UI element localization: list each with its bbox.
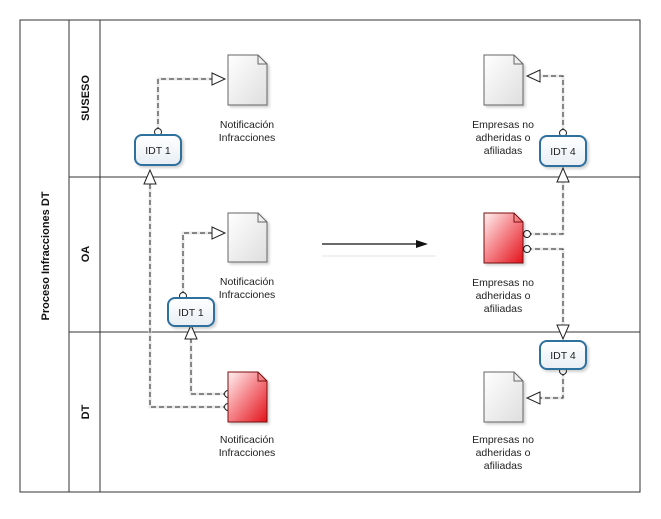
arrowhead-open: [184, 323, 198, 340]
document-icon: [227, 54, 268, 106]
document-dt-notif[interactable]: Notificación Infracciones: [219, 371, 276, 459]
arrowhead-filled: [416, 240, 428, 248]
document-label-line: adheridas o: [476, 132, 531, 144]
connectors: [143, 69, 570, 411]
document-icon: [227, 212, 268, 263]
connector-idt4-to-suseso-empresas: [540, 75, 564, 133]
arrowhead-open: [211, 226, 227, 240]
interface-idt1-suseso[interactable]: IDT 1: [134, 134, 182, 166]
connector-dt-notif-to-idt1-suseso: [149, 184, 228, 408]
arrowhead-open: [556, 324, 570, 341]
arrowhead-open: [525, 69, 541, 83]
document-label-line: Infracciones: [219, 132, 276, 144]
connector-oa-empresas-to-idt4-dt: [527, 248, 564, 325]
document-label-line: Notificación: [220, 119, 274, 131]
document-label-line: Notificación: [220, 276, 274, 288]
arrowhead-open: [525, 391, 541, 405]
connector-start-dot: [523, 245, 531, 253]
document-label-line: Empresas no: [472, 277, 534, 289]
pool-title: Proceso Infracciones DT: [40, 191, 52, 320]
connector-dt-notif-to-idt1-oa: [190, 339, 228, 395]
interface-idt4-suseso[interactable]: IDT 4: [539, 135, 587, 167]
lane-label-oa: OA: [80, 246, 92, 263]
arrowhead-open: [556, 166, 570, 183]
connector-oa-empresas-to-idt4-suseso: [527, 182, 564, 235]
document-label-line: Infracciones: [219, 289, 276, 301]
interface-idt1-oa[interactable]: IDT 1: [167, 297, 215, 327]
document-suseso-empresas[interactable]: Empresas no adheridas o afiliadas: [472, 54, 534, 157]
lane-label-dt: DT: [80, 404, 92, 419]
document-label-line: adheridas o: [476, 447, 531, 459]
interface-label: IDT 4: [550, 146, 576, 158]
interface-label: IDT 1: [145, 145, 171, 157]
document-oa-empresas[interactable]: Empresas no adheridas o afiliadas: [472, 212, 534, 315]
document-label-line: afiliadas: [484, 303, 523, 315]
document-icon: [483, 371, 524, 423]
arrowhead-open: [143, 168, 157, 185]
connector-idt4-to-dt-empresas: [540, 371, 564, 399]
document-label-line: Notificación: [220, 434, 274, 446]
connector-start-dot: [523, 230, 531, 238]
interface-label: IDT 1: [178, 307, 204, 319]
connector-idt1-to-suseso-notif: [157, 78, 212, 132]
document-dt-empresas[interactable]: Empresas no adheridas o afiliadas: [472, 371, 534, 472]
document-label-line: afiliadas: [484, 145, 523, 157]
arrowhead-open: [211, 72, 227, 86]
document-label-line: Empresas no: [472, 434, 534, 446]
document-suseso-notif[interactable]: Notificación Infracciones: [219, 54, 276, 144]
document-oa-notif[interactable]: Notificación Infracciones: [219, 212, 276, 301]
connector-idt1-to-oa-notif: [182, 232, 212, 296]
document-label-line: Infracciones: [219, 447, 276, 459]
document-label-line: adheridas o: [476, 290, 531, 302]
lane-label-suseso: SUSESO: [80, 75, 92, 121]
interface-label: IDT 4: [550, 350, 576, 362]
document-label-line: afiliadas: [484, 460, 523, 472]
document-icon-highlighted: [483, 212, 524, 264]
document-icon: [483, 54, 524, 106]
document-label-line: Empresas no: [472, 119, 534, 131]
document-icon-highlighted: [227, 371, 268, 423]
interface-idt4-dt[interactable]: IDT 4: [539, 340, 587, 370]
